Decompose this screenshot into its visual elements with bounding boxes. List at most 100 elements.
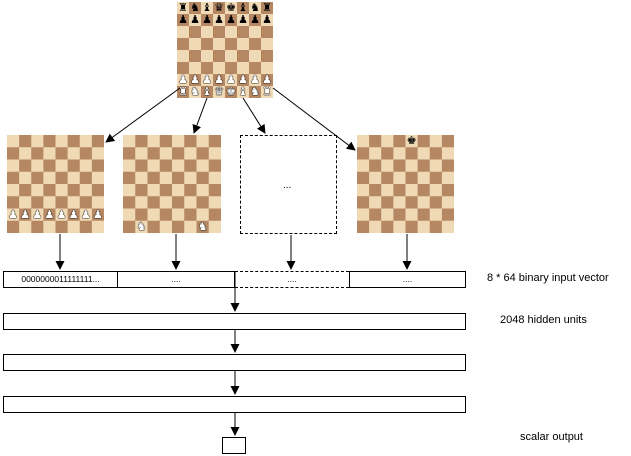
board-square [213,86,226,98]
board-square [184,135,197,148]
board-square [357,184,370,197]
board-square [405,208,419,222]
board-square [441,147,454,160]
board-square [369,184,382,197]
board-square [261,38,273,51]
board-square [393,135,406,148]
board-square [441,220,454,233]
segment-ellipsis-text: .... [171,274,181,284]
board-square [159,159,173,173]
board-square [91,159,104,173]
board-square [261,2,273,15]
board-square [135,196,148,209]
board-square [381,208,394,222]
board-square [177,62,190,75]
board-square [7,135,20,148]
board-square [381,171,394,185]
board-square [184,184,197,197]
board-square [213,50,226,63]
board-square [43,184,56,197]
board-square [189,50,202,63]
board-square [417,208,431,222]
board-square [393,208,406,222]
board-square [196,171,210,185]
hidden-layer-2 [3,354,466,371]
board-square [177,74,190,87]
board-square [19,135,32,148]
white-pawn-icon: ♟ [202,73,212,86]
arrow-to-pawn-board [105,87,181,143]
board-square [208,220,221,233]
board-square [196,147,210,160]
board-square [237,2,250,15]
board-square [177,38,190,51]
board-square [147,147,161,160]
board-square [357,159,370,173]
black-rook-icon: ♜ [178,1,188,14]
segment-bits-text: 0000000011111111... [21,274,100,284]
black-pawn-icon: ♟ [238,13,248,26]
board-square [7,159,20,173]
white-knight-icon: ♞ [136,219,147,233]
board-square [172,171,185,185]
board-square [43,147,56,160]
board-square [196,135,210,148]
board-square [79,220,93,233]
white-bishop-icon: ♝ [238,85,248,98]
board-square [91,208,104,222]
board-square [172,220,185,233]
board-square [123,171,136,185]
board-square [172,184,185,197]
board-square [249,74,262,87]
board-square [147,135,161,148]
board-square [405,159,419,173]
white-bishop-icon: ♝ [202,85,212,98]
board-square [79,135,93,148]
board-square [429,184,443,197]
board-square [213,26,226,39]
board-square [159,196,173,209]
board-square [189,86,202,98]
board-square [417,184,431,197]
board-square [237,74,250,87]
board-square [249,38,262,51]
board-square [159,171,173,185]
chessboard-squares [177,2,273,98]
board-square [55,208,69,222]
board-square [177,26,190,39]
board-square [67,147,81,160]
black-pawn-icon: ♟ [262,13,272,26]
board-square [31,135,44,148]
board-square [237,50,250,63]
board-square [172,135,185,148]
board-square [196,159,210,173]
board-square [225,74,238,87]
board-square [369,208,382,222]
board-square [123,147,136,160]
board-square [393,159,406,173]
board-square [189,38,202,51]
board-square [19,220,32,233]
board-square [225,14,238,27]
board-square [225,86,238,98]
board-square [31,147,44,160]
board-square [79,184,93,197]
board-square [177,14,190,27]
board-square [357,147,370,160]
board-square [405,196,419,209]
board-square [208,147,221,160]
board-square [19,171,32,185]
white-pawn-icon: ♟ [80,207,91,221]
board-square [43,135,56,148]
board-square [91,184,104,197]
board-square [123,208,136,222]
board-square [393,171,406,185]
black-king-icon: ♚ [226,1,236,14]
board-square [237,86,250,98]
board-square [393,147,406,160]
board-square [79,159,93,173]
board-square [249,14,262,27]
board-square [405,135,419,148]
board-square [261,86,273,98]
board-square [208,135,221,148]
